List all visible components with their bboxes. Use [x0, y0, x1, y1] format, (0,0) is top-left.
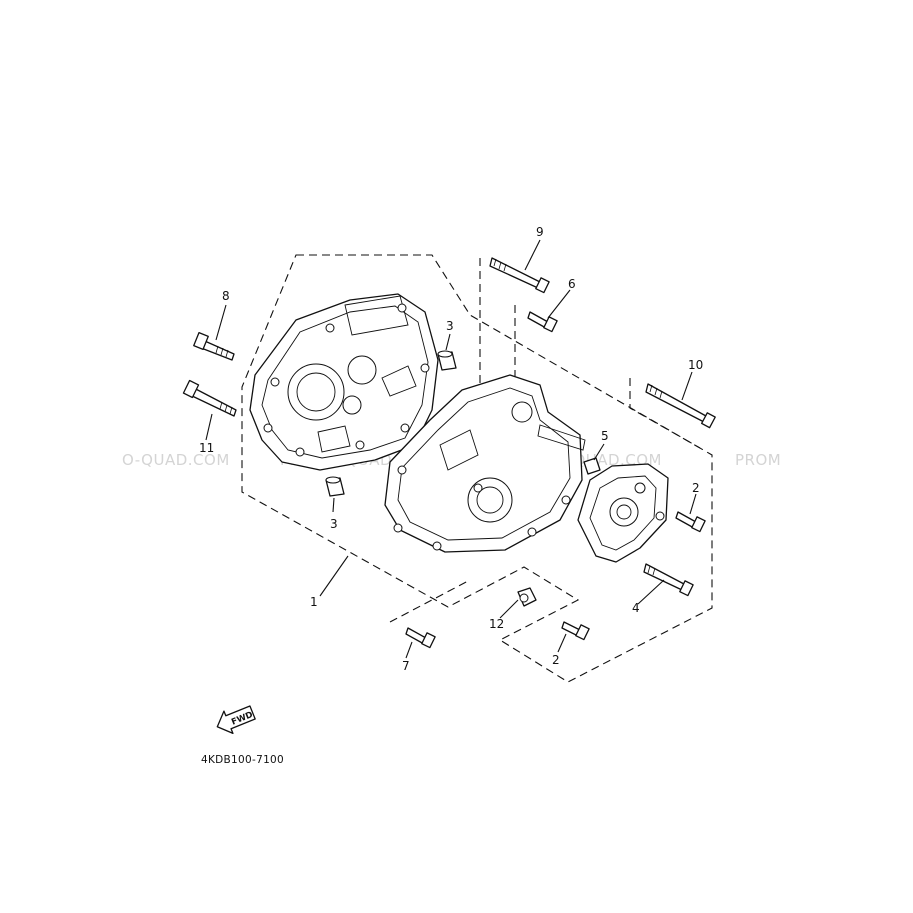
bolt-9	[489, 257, 550, 294]
watermark-text: O-QUAD.COM	[122, 451, 230, 469]
callout-labels: 1 2 2 3 3 4 5 6 7 8 9 10 11 12	[199, 225, 703, 673]
callout-10: 10	[688, 358, 703, 372]
callout-4: 4	[632, 601, 640, 615]
bolt-4	[643, 563, 694, 597]
diagram-code: 4KDB100-7100	[201, 754, 284, 766]
forward-arrow-icon: FWD	[216, 705, 256, 735]
callout-7: 7	[402, 659, 410, 673]
callout-3: 3	[330, 517, 338, 531]
callout-2: 2	[552, 653, 560, 667]
bolt-11	[182, 379, 237, 417]
callout-8: 8	[222, 289, 230, 303]
callout-3: 3	[446, 319, 454, 333]
plug-part-12	[517, 587, 537, 607]
watermark-text: PROM	[735, 451, 781, 469]
dowel-pin-upper	[437, 350, 457, 371]
dowel-pin-lower	[325, 476, 345, 497]
callout-5: 5	[601, 429, 609, 443]
callout-11: 11	[199, 441, 214, 455]
crankcase-cover	[577, 463, 669, 563]
crankcase-right	[384, 374, 586, 553]
callout-9: 9	[536, 225, 544, 239]
bolt-8	[193, 331, 235, 361]
callout-2: 2	[692, 481, 700, 495]
bolt-2-lower	[561, 621, 590, 641]
bolt-10	[645, 383, 716, 429]
leader-lines	[205, 239, 697, 659]
callout-1: 1	[310, 595, 318, 609]
callout-12: 12	[489, 617, 504, 631]
bolt-6	[527, 311, 558, 333]
assembly-outline	[241, 254, 713, 683]
bolt-2-upper	[675, 511, 706, 533]
callout-6: 6	[568, 277, 576, 291]
bolt-7	[405, 627, 436, 649]
pin-part-5	[583, 457, 601, 475]
